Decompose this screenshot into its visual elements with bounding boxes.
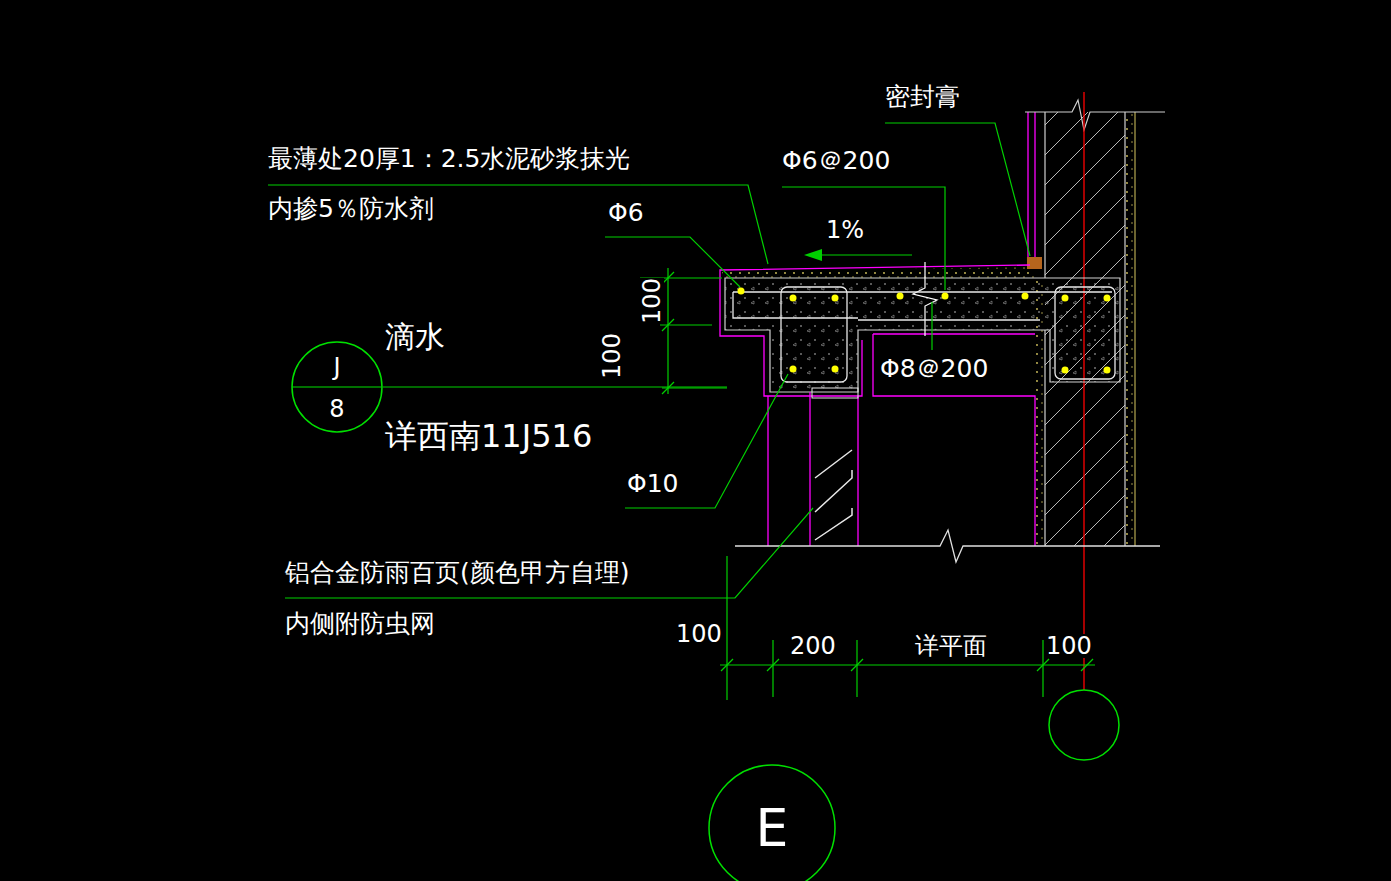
slope-arrowhead <box>804 249 822 261</box>
annotation-text: 密封膏 <box>885 84 960 109</box>
bubble-circle <box>292 342 382 432</box>
dimension-tick <box>1037 659 1049 671</box>
rebar-dot <box>832 295 839 302</box>
annotation-text: 100 <box>1046 634 1092 658</box>
louver-blade <box>815 470 852 512</box>
mortar-layer <box>722 267 1035 278</box>
extension-line <box>856 640 857 697</box>
wall-edge <box>1124 112 1125 546</box>
louver-frame <box>857 396 858 546</box>
louver-frame <box>809 392 810 546</box>
rebar-dot <box>832 366 839 373</box>
axis-line <box>1083 92 1084 690</box>
stirrup <box>1055 287 1115 379</box>
rebar-dot <box>790 366 797 373</box>
wall-plaster <box>1125 112 1135 546</box>
rebar-dot <box>1062 295 1069 302</box>
annotation-text: 铝合金防雨百页(颜色甲方自理) <box>285 560 630 585</box>
wall-edge <box>1135 112 1136 546</box>
annotation-text: 详西南11J516 <box>385 420 592 452</box>
plaster-outline <box>873 334 1035 546</box>
bubble-circle <box>709 765 835 881</box>
ground-line <box>735 530 1160 562</box>
dimension-tick <box>662 382 674 394</box>
annotation-text: Φ6＠200 <box>782 148 890 173</box>
sealant <box>1027 257 1042 269</box>
bubble-divider <box>292 386 382 387</box>
extension-line <box>772 640 773 697</box>
rebar-dot <box>1022 293 1029 300</box>
axis-circle <box>1049 690 1119 760</box>
slope-arrow <box>820 254 912 255</box>
stirrup <box>781 287 847 382</box>
rebar-dot <box>1062 367 1069 374</box>
bubble-text: E <box>756 802 789 854</box>
window-frame <box>1027 112 1028 258</box>
annotation-text: Φ8＠200 <box>880 356 988 381</box>
rebar-dot <box>942 293 949 300</box>
annotation-text: 滴水 <box>385 322 445 352</box>
axis-bubble: J8 <box>290 340 384 434</box>
louver-head <box>812 388 858 398</box>
dimension-tick <box>721 659 733 671</box>
leader-line <box>931 302 932 350</box>
leader-line <box>268 185 768 264</box>
annotation-text: 1% <box>826 218 864 242</box>
rebar-dot <box>790 295 797 302</box>
rebar-dot <box>1104 367 1111 374</box>
annotation-text: Φ6 <box>608 200 644 225</box>
dimension-text: 100 <box>600 333 624 379</box>
louver-frame <box>767 396 768 546</box>
extension-line <box>662 387 727 388</box>
dimension-text: 100 <box>640 278 664 324</box>
leader-line <box>285 508 813 598</box>
wall-edge <box>1044 112 1045 278</box>
break-symbol <box>913 262 937 336</box>
axis-bubble: E <box>707 763 837 881</box>
annotation-text: 最薄处20厚1：2.5水泥砂浆抹光 <box>268 146 630 171</box>
index-line <box>383 386 727 387</box>
annotation-text: 200 <box>790 634 836 658</box>
annotation-text: Φ10 <box>627 471 679 496</box>
dimension-tick <box>851 659 863 671</box>
leader-line <box>625 374 788 508</box>
rebar-dot <box>897 293 904 300</box>
annotation-text: 内掺5％防水剂 <box>268 196 434 221</box>
rebar-line <box>858 319 1040 320</box>
louver-blade <box>815 450 852 478</box>
extension-line <box>1042 640 1043 697</box>
break-line <box>1025 100 1165 130</box>
annotation-text: 详平面 <box>915 634 987 658</box>
dimension-line <box>667 268 668 394</box>
window-frame <box>1034 112 1035 258</box>
dimension-line <box>720 664 1095 665</box>
extension-line <box>726 556 727 700</box>
leader-line <box>782 187 945 290</box>
annotation-text: 100 <box>676 622 722 646</box>
bubble-text: J <box>333 355 340 379</box>
leader-line <box>885 123 1030 256</box>
leader-line <box>605 237 740 287</box>
rebar-dot <box>738 288 745 295</box>
rebar-line <box>733 292 858 318</box>
wall-edge <box>1044 330 1045 546</box>
concrete-section <box>725 278 1120 392</box>
rebar-dot <box>1104 295 1111 302</box>
dimension-tick <box>767 659 779 671</box>
bubble-text: 8 <box>329 397 344 421</box>
annotation-text: 内侧附防虫网 <box>285 611 435 636</box>
leaders <box>268 123 1095 700</box>
dimension-tick <box>1081 659 1093 671</box>
louver-blade <box>815 508 852 540</box>
plaster-outline <box>873 333 1035 334</box>
